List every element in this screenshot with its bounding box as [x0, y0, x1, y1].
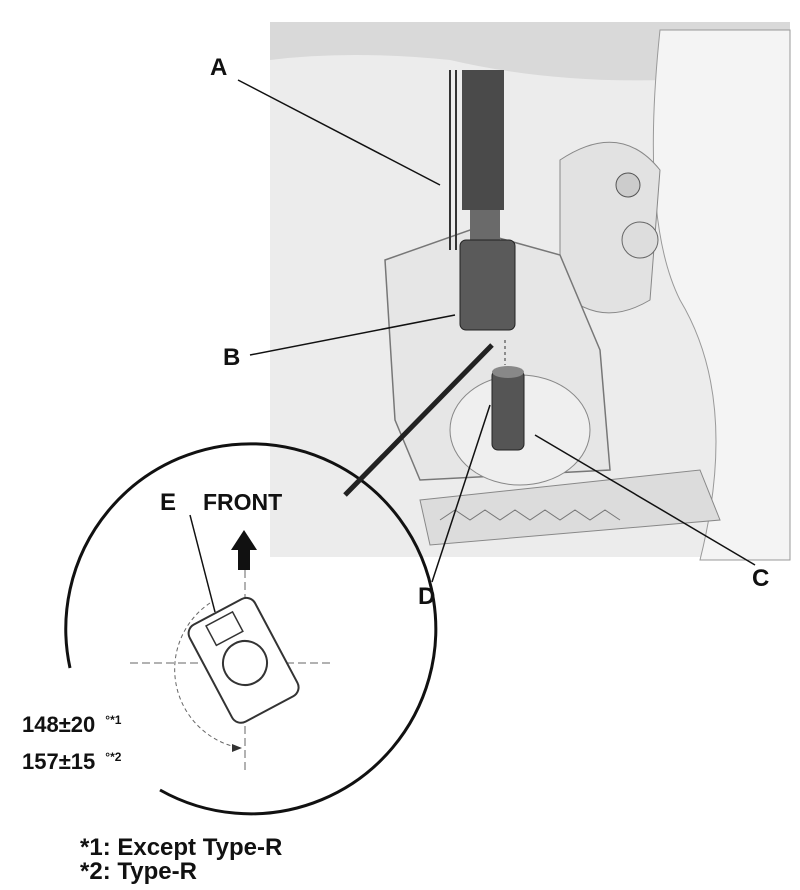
- footnote-1: *1: Except Type-R: [80, 834, 283, 861]
- callout-d: D: [418, 583, 435, 610]
- engine-bay-illustration: [270, 22, 791, 561]
- footnote-ref: *2: [110, 749, 122, 764]
- footnote-ref: *1: [110, 712, 122, 727]
- degree-unit: °: [105, 712, 111, 727]
- degree-unit: °: [105, 749, 111, 764]
- callout-c: C: [752, 565, 769, 592]
- angle-value: 157±15: [22, 749, 96, 774]
- angle-spec-2: 157±15 °*2: [22, 749, 121, 775]
- callout-a: A: [210, 54, 227, 81]
- footnote-2: *2: Type-R: [80, 858, 197, 885]
- detail-view: [64, 343, 494, 816]
- callout-leaders: [189, 79, 756, 613]
- callout-e: E: [160, 489, 176, 516]
- angle-value: 148±20: [22, 712, 96, 737]
- front-label: FRONT: [203, 489, 282, 515]
- angle-spec-1: 148±20 °*1: [22, 712, 121, 738]
- callout-b: B: [223, 344, 240, 371]
- front-arrow-icon: [231, 530, 257, 570]
